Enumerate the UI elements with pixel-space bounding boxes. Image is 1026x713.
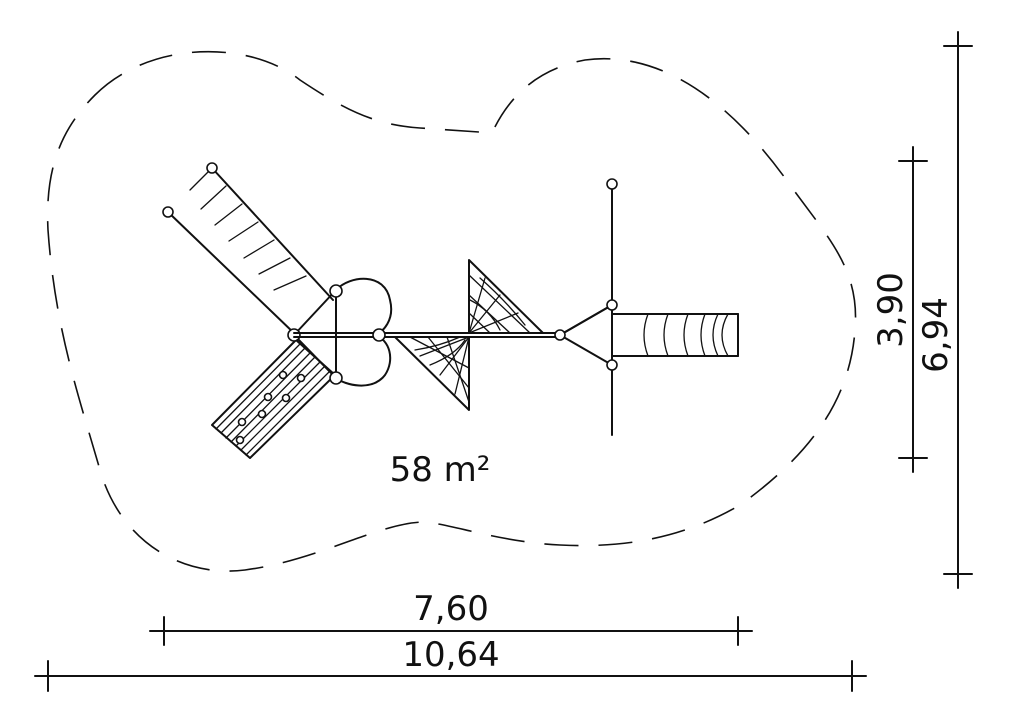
main-beam bbox=[293, 328, 561, 342]
tube-slide bbox=[611, 313, 739, 357]
area-label: 58 m² bbox=[390, 450, 491, 490]
rope-net-lower bbox=[394, 336, 470, 411]
dimension-inner-height: 3,90 bbox=[871, 146, 928, 473]
inner-width-label: 7,60 bbox=[413, 589, 489, 629]
dimension-inner-width: 7,60 bbox=[149, 589, 753, 646]
inner-height-label: 3,90 bbox=[871, 272, 911, 348]
rope-net-upper bbox=[468, 259, 544, 334]
right-tower bbox=[554, 178, 618, 436]
outer-width-label: 10,64 bbox=[402, 635, 499, 675]
safety-zone-outline bbox=[46, 50, 857, 572]
climbing-ladder bbox=[162, 162, 334, 336]
climbing-holds bbox=[235, 370, 306, 445]
dimension-outer-width: 10,64 bbox=[34, 635, 867, 692]
dimension-outer-height: 6,94 bbox=[916, 31, 973, 589]
outer-height-label: 6,94 bbox=[916, 297, 956, 373]
